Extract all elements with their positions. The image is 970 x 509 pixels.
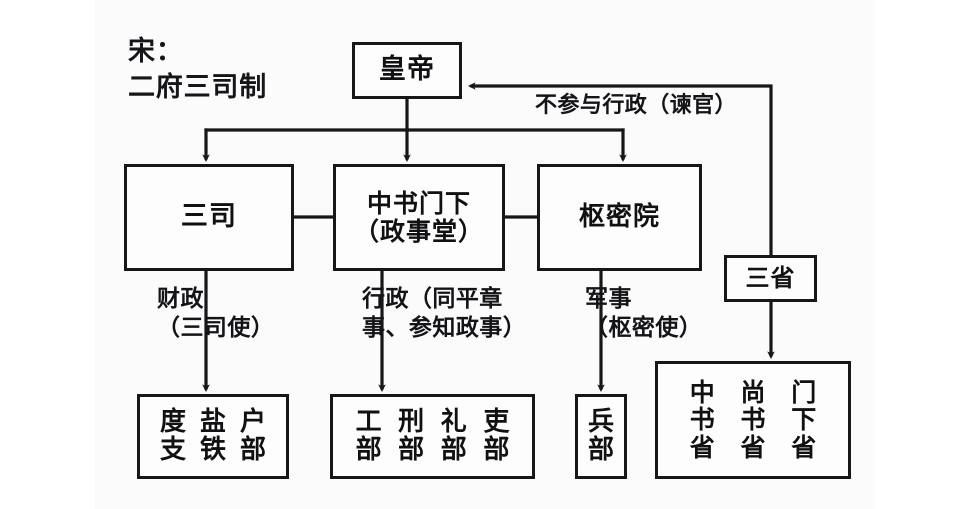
char-li-rites-bu: 部 (440, 434, 467, 465)
box-three-departments[interactable]: 中 书 省 尚 书 省 门 下 省 (655, 361, 851, 479)
edge-label-administration: 行政（同平章 事、参知政事） (362, 285, 526, 344)
edge-label-administration-line1: 行政（同平章 (362, 286, 503, 312)
edge-sansheng-to-emperor (467, 82, 773, 257)
edge-label-finance-line1: 财政 (157, 286, 204, 312)
column-menxiasheng: 门 下 省 (791, 379, 816, 462)
box-four-ministries[interactable]: 工 部 刑 部 礼 部 吏 部 (330, 394, 535, 479)
char-bu: 部 (239, 434, 266, 465)
column-libu-personnel: 吏 部 (483, 406, 510, 465)
char-yan: 盐 (199, 406, 226, 437)
char-sheng-1: 省 (689, 432, 715, 462)
title-line-2: 二府三司制 (128, 72, 268, 104)
char-li-rites: 礼 (440, 406, 467, 437)
char-xia: 下 (791, 405, 817, 435)
node-zhongshu-menxia-label-line1: 中书门下 (366, 188, 471, 218)
edge-label-military-line1: 军事 (585, 286, 632, 312)
char-hu: 户 (239, 406, 266, 437)
char-sheng-2: 省 (740, 432, 766, 462)
edge-label-no-administration: 不参与行政（谏官） (535, 93, 737, 118)
char-li-personnel-bu: 部 (483, 434, 510, 465)
column-hubu: 户 部 (239, 406, 266, 465)
char-xing: 刑 (398, 406, 425, 437)
node-sansi[interactable]: 三司 (124, 164, 294, 271)
column-dusi: 度 支 (159, 406, 186, 465)
char-xing-bu: 部 (398, 434, 425, 465)
char-bing-bu: 部 (587, 434, 614, 465)
char-zhong: 中 (689, 377, 715, 407)
column-yantie: 盐 铁 (199, 406, 226, 465)
node-sansi-label: 三司 (180, 201, 238, 233)
char-zhi: 支 (159, 434, 186, 465)
edge-label-administration-line2: 事、参知政事） (362, 315, 527, 342)
node-emperor-label: 皇帝 (378, 54, 436, 86)
char-shu-1: 书 (689, 405, 715, 435)
node-sansheng-label: 三省 (745, 264, 796, 293)
char-gong-bu: 部 (355, 434, 382, 465)
edge-label-finance-line2: （三司使） (157, 315, 275, 342)
char-du: 度 (159, 406, 186, 437)
column-bingbu: 兵 部 (587, 406, 614, 465)
column-gongbu: 工 部 (355, 406, 382, 465)
char-men: 门 (791, 377, 817, 407)
node-zhongshu-menxia[interactable]: 中书门下 （政事堂） (333, 164, 505, 271)
char-sheng-3: 省 (791, 432, 817, 462)
char-bing: 兵 (587, 406, 614, 437)
node-zhongshu-menxia-label-line2: （政事堂） (353, 216, 484, 246)
char-shang: 尚 (740, 377, 766, 407)
edge-label-military: 军事 （枢密使） (585, 285, 702, 344)
column-shangshusheng: 尚 书 省 (740, 379, 765, 462)
diagram-title: 宋： 二府三司制 (128, 34, 267, 107)
node-shumiyuan[interactable]: 枢密院 (537, 164, 702, 271)
node-shumiyuan-label: 枢密院 (578, 201, 661, 232)
char-tie: 铁 (199, 434, 226, 465)
char-shu-2: 书 (740, 405, 766, 435)
node-emperor[interactable]: 皇帝 (352, 42, 462, 99)
char-gong: 工 (355, 406, 382, 437)
edge-label-military-line2: （枢密使） (585, 315, 703, 342)
column-libu-rites: 礼 部 (440, 406, 467, 465)
node-sansheng[interactable]: 三省 (724, 255, 817, 302)
box-ministry-of-war[interactable]: 兵 部 (575, 394, 627, 479)
title-line-1: 宋： (128, 36, 184, 67)
column-xingbu: 刑 部 (398, 406, 425, 465)
column-zhongshusheng: 中 书 省 (690, 379, 715, 462)
edge-label-finance: 财政 （三司使） (157, 285, 274, 344)
char-li-personnel: 吏 (483, 406, 510, 437)
box-three-fiscal-offices[interactable]: 度 支 盐 铁 户 部 (137, 394, 289, 479)
